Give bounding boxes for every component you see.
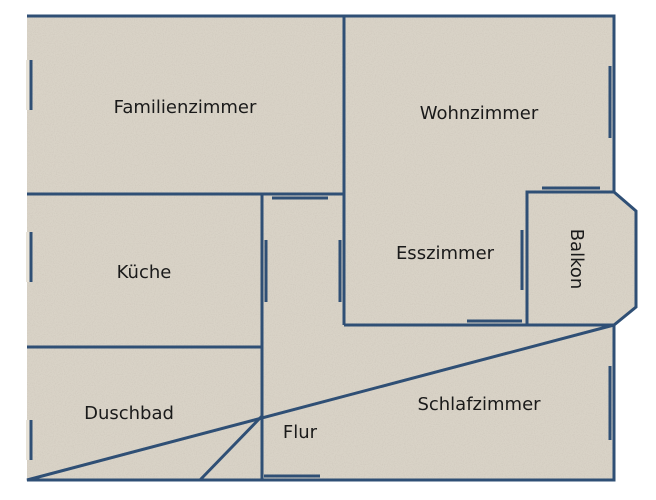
floor-texture: [27, 16, 636, 480]
room-label-familienzimmer: Familienzimmer: [114, 97, 257, 118]
room-label-schlafzimmer: Schlafzimmer: [417, 394, 541, 415]
outer-wall: [26, 14, 616, 482]
room-label-kueche: Küche: [117, 262, 172, 283]
windows: [26, 60, 612, 478]
room-label-flur: Flur: [283, 422, 318, 443]
room-label-duschbad: Duschbad: [84, 403, 174, 424]
interior-walls: [27, 16, 614, 482]
room-label-esszimmer: Esszimmer: [396, 243, 495, 264]
room-label-wohnzimmer: Wohnzimmer: [420, 103, 539, 124]
room-label-balkon: Balkon: [566, 229, 587, 290]
